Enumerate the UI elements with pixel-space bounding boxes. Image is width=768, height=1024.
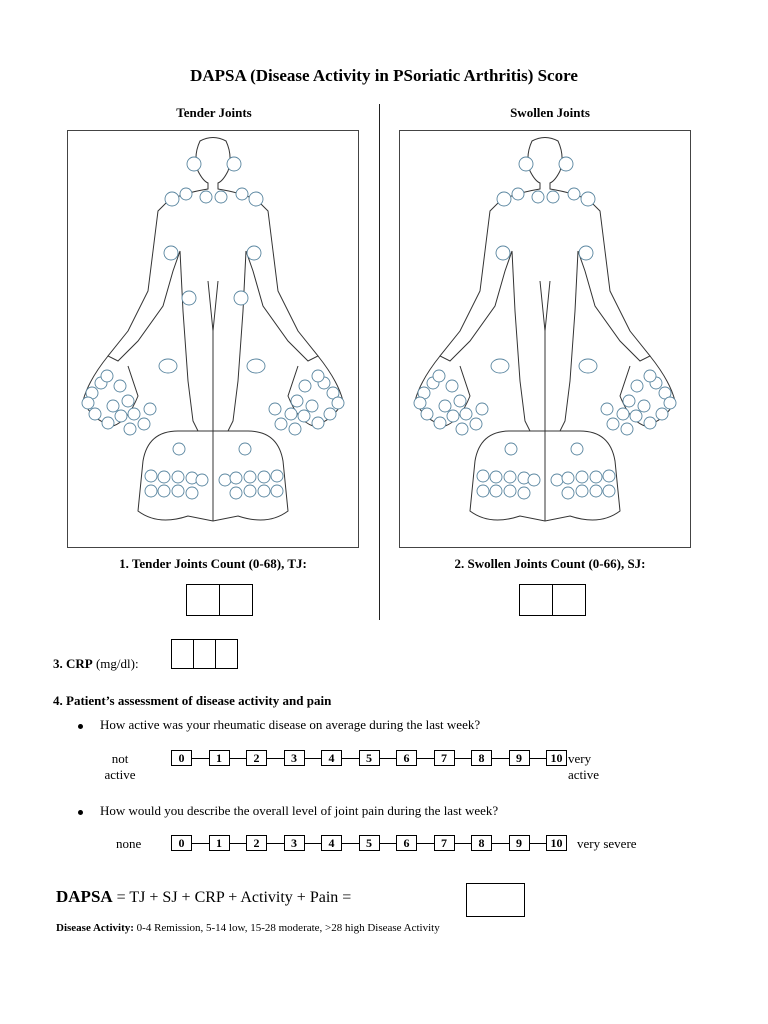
activity-high-label-line2: active [568, 767, 600, 782]
activity-scale-connector [304, 757, 321, 759]
activity-scale-option-3[interactable]: 3 [283, 750, 305, 766]
question-activity-text: How active was your rheumatic disease on… [100, 717, 481, 732]
crp-digit-box[interactable] [214, 639, 238, 669]
activity-low-label-line1: not [111, 751, 129, 766]
activity-low-label: not active [100, 751, 140, 783]
crp-label: 3. CRP (mg/dl): [53, 656, 139, 672]
pain-scale-connector [304, 842, 321, 844]
activity-low-label-line2: active [104, 767, 136, 782]
pain-scale-option-1[interactable]: 1 [208, 835, 230, 851]
activity-scale-option-8[interactable]: 8 [471, 750, 492, 766]
dapsa-name: DAPSA [56, 887, 113, 906]
tender-count-digit-box[interactable] [218, 584, 253, 616]
pain-scale-option-9[interactable]: 9 [508, 835, 530, 851]
activity-scale-connector [342, 757, 359, 759]
activity-scale-option-2[interactable]: 2 [246, 750, 267, 766]
pain-scale-connector [529, 842, 546, 844]
pain-scale-option-8[interactable]: 8 [471, 835, 492, 851]
pain-scale-connector [342, 842, 359, 844]
pain-scale-connector [492, 842, 509, 844]
activity-scale-connector [267, 757, 284, 759]
activity-scale-connector [229, 757, 246, 759]
activity-scale-option-0[interactable]: 0 [171, 750, 192, 766]
pain-scale-connector [192, 842, 209, 844]
activity-scale-option-10[interactable]: 10 [546, 750, 567, 766]
legend-label: Disease Activity: [56, 922, 134, 934]
activity-scale-connector [529, 757, 546, 759]
swollen-count-boxes [519, 584, 586, 616]
pain-high-label: very severe [577, 836, 637, 851]
swollen-count-label: 2. Swollen Joints Count (0-66), SJ: [454, 556, 646, 571]
activity-high-label: very active [568, 751, 612, 783]
pain-scale-connector [379, 842, 396, 844]
dapsa-result-box[interactable] [466, 883, 525, 917]
pain-scale-option-2[interactable]: 2 [246, 835, 267, 851]
question-activity: How active was your rheumatic disease on… [78, 717, 480, 733]
tender-count-boxes [186, 584, 253, 616]
pain-scale-option-6[interactable]: 6 [396, 835, 417, 851]
tender-count-digit-box[interactable] [186, 584, 220, 616]
pain-scale-option-0[interactable]: 0 [171, 835, 192, 851]
pain-scale-connector [417, 842, 434, 844]
pain-scale-option-5[interactable]: 5 [358, 835, 380, 851]
swollen-count-digit-box[interactable] [519, 584, 553, 616]
activity-scale-option-7[interactable]: 7 [433, 750, 455, 766]
legend-text: 0-4 Remission, 5-14 low, 15-28 moderate,… [133, 922, 440, 934]
activity-scale-option-1[interactable]: 1 [208, 750, 230, 766]
activity-scale-option-9[interactable]: 9 [508, 750, 530, 766]
pain-scale-option-4[interactable]: 4 [321, 835, 342, 851]
crp-label-text: 3. CRP [53, 656, 93, 671]
crp-unit: (mg/dl): [92, 656, 139, 671]
swollen-joints-diagram [399, 130, 691, 548]
crp-digit-box[interactable] [192, 639, 216, 669]
pain-scale-option-7[interactable]: 7 [433, 835, 455, 851]
question-pain: How would you describe the overall level… [78, 803, 498, 819]
swollen-joints-heading: Swollen Joints [510, 105, 590, 120]
activity-scale-connector [454, 757, 471, 759]
page-title: DAPSA (Disease Activity in PSoriatic Art… [190, 66, 578, 85]
pain-scale-option-3[interactable]: 3 [283, 835, 305, 851]
bullet-icon [78, 809, 83, 815]
tender-joints-heading: Tender Joints [176, 105, 252, 120]
pain-scale-connector [267, 842, 284, 844]
pain-scale-connector [454, 842, 471, 844]
swollen-body-figure[interactable] [400, 131, 690, 547]
activity-scale-connector [192, 757, 209, 759]
activity-scale-option-5[interactable]: 5 [358, 750, 380, 766]
tender-body-figure[interactable] [68, 131, 358, 547]
column-divider [379, 104, 380, 620]
bullet-icon [78, 723, 83, 729]
dapsa-formula: DAPSA = TJ + SJ + CRP + Activity + Pain … [56, 887, 351, 907]
activity-high-label-line1: very [568, 751, 592, 766]
pain-scale-connector [229, 842, 246, 844]
tender-joints-diagram [67, 130, 359, 548]
pain-low-label: none [116, 836, 142, 851]
tender-count-label: 1. Tender Joints Count (0-68), TJ: [119, 556, 307, 571]
activity-scale-option-4[interactable]: 4 [321, 750, 342, 766]
activity-scale-connector [492, 757, 509, 759]
dapsa-expression: = TJ + SJ + CRP + Activity + Pain = [112, 889, 352, 906]
pain-scale-option-10[interactable]: 10 [546, 835, 567, 851]
activity-scale-connector [417, 757, 434, 759]
activity-scale-connector [379, 757, 396, 759]
patient-assessment-heading: 4. Patient’s assessment of disease activ… [53, 693, 332, 708]
crp-digit-box[interactable] [171, 639, 194, 669]
activity-scale-option-6[interactable]: 6 [396, 750, 417, 766]
question-pain-text: How would you describe the overall level… [100, 803, 499, 818]
swollen-count-digit-box[interactable] [551, 584, 586, 616]
crp-boxes [171, 639, 238, 669]
disease-activity-legend: Disease Activity: 0-4 Remission, 5-14 lo… [56, 922, 440, 934]
